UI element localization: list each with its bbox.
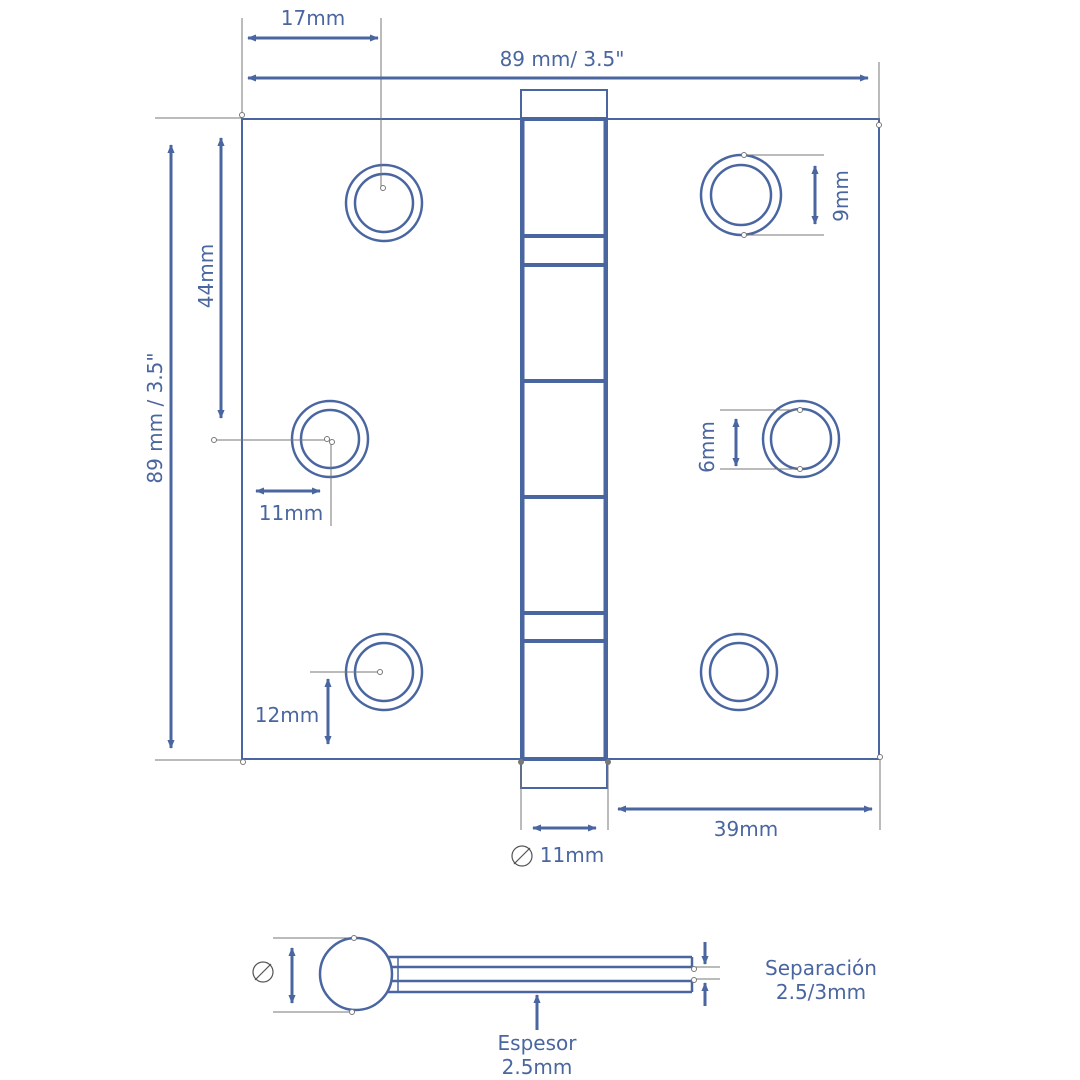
label-leaf-width: 39mm [714,817,778,841]
side-view-arrows [288,942,709,1030]
screw-holes [290,153,841,712]
knuckle-segments [521,117,607,761]
label-width-total: 89 mm/ 3.5" [500,47,625,71]
knuckle-barrel [520,89,608,789]
screw-hole [699,153,783,237]
label-thickness-title: Espesor [498,1031,578,1055]
dimension-labels: 17mm 89 mm/ 3.5" 89 mm / 3.5" 44mm 11mm … [143,6,877,1079]
label-hole-inner-diameter: 6mm [695,421,719,473]
leader-dots [211,112,883,765]
label-separation-value: 2.5/3mm [776,980,866,1004]
hinge-side-view [252,935,720,1030]
diameter-icon [511,845,533,867]
screw-hole [344,163,424,243]
hinge-plate [241,89,880,789]
dimension-arrows [167,34,873,832]
label-thickness-value: 2.5mm [502,1055,573,1079]
diameter-icon [252,961,274,983]
screw-hole [290,399,370,479]
side-view-profile [318,936,694,1012]
label-height-total: 89 mm / 3.5" [143,352,167,483]
barrel-cross-section [318,936,394,1012]
label-knuckle-width: 11mm [540,843,604,867]
label-hole-offset-side: 11mm [259,501,323,525]
screw-hole [699,632,779,712]
label-offset-top: 17mm [281,6,345,30]
side-view-extension-lines [273,937,720,1013]
left-leaf [241,118,523,760]
extension-lines [155,18,881,830]
label-hole-spacing: 44mm [194,244,218,308]
label-hole-offset-bottom: 12mm [255,703,319,727]
label-hole-outer-diameter: 9mm [829,170,853,222]
label-separation-title: Separación [765,956,877,980]
pin-points [518,759,611,765]
side-view-dots [349,935,697,1015]
